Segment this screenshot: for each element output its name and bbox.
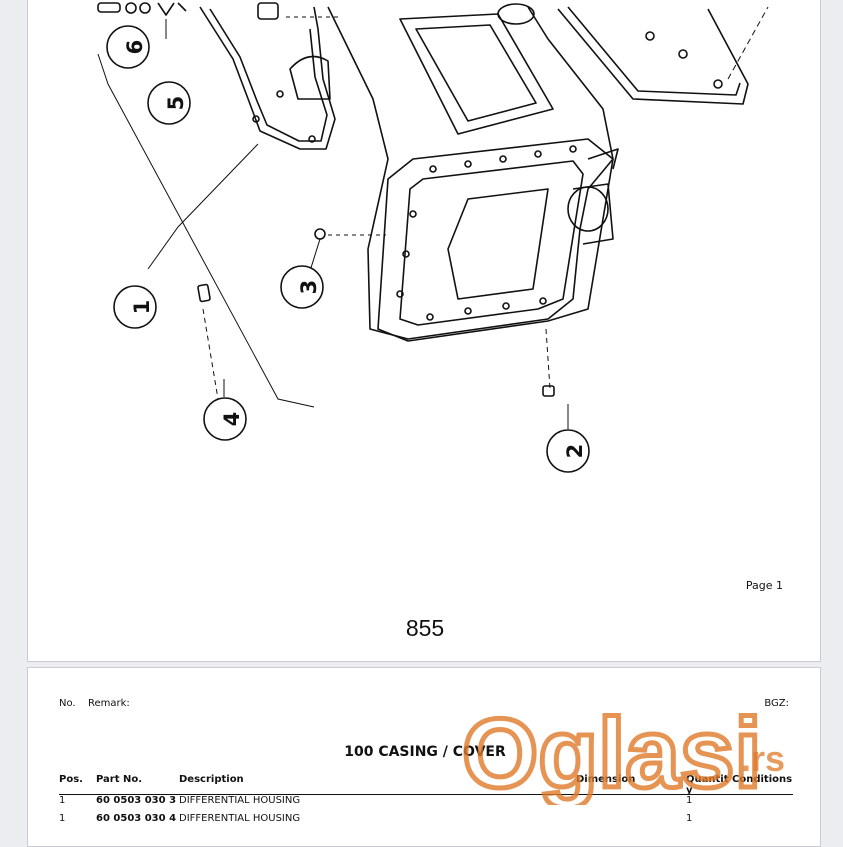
callout-label-5: 5 — [164, 96, 188, 111]
table-header-row: Pos. Part No. Description Dimension Quan… — [59, 774, 793, 796]
callout-circle-1 — [113, 285, 157, 329]
cell-pos: 1 — [59, 795, 66, 806]
cell-quantity: 1 — [686, 813, 693, 824]
callout-circle-5 — [147, 81, 191, 125]
callout-label-6: 6 — [123, 40, 147, 55]
cell-part-no: 60 0503 030 3 — [96, 795, 177, 806]
header-remark-label: Remark: — [88, 698, 130, 709]
col-header-quantity: Quantit y — [686, 774, 729, 796]
page-label: Page 1 — [745, 579, 783, 592]
cell-description: DIFFERENTIAL HOUSING — [179, 813, 301, 824]
col-header-part-no: Part No. — [96, 774, 143, 785]
callout-label-2: 2 — [563, 444, 587, 459]
exploded-parts-drawing: 6 5 1 3 4 2 — [97, 2, 769, 473]
col-header-dimension: Dimension — [576, 774, 636, 785]
cell-part-no: 60 0503 030 4 — [96, 813, 177, 824]
callout-circle-6 — [106, 25, 150, 69]
callout-circle-3 — [280, 265, 324, 309]
page-number: 855 — [405, 615, 445, 641]
callout-circle-2 — [546, 429, 590, 473]
cell-pos: 1 — [59, 813, 66, 824]
drawing-page: 6 5 1 3 4 2 Page 1 855 — [27, 0, 821, 662]
cell-quantity: 1 — [686, 795, 693, 806]
table-row: 1 60 0503 030 3 DIFFERENTIAL HOUSING 1 — [59, 795, 793, 813]
header-bgz-label: BGZ: — [764, 698, 789, 709]
callout-label-1: 1 — [130, 300, 154, 315]
section-title: 100 CASING / COVER — [344, 744, 506, 760]
callout-label-3: 3 — [297, 280, 321, 295]
callout-circle-4 — [203, 397, 247, 441]
col-header-pos: Pos. — [59, 774, 83, 785]
parts-list-page: No. Remark: BGZ: 100 CASING / COVER Pos.… — [27, 667, 821, 847]
header-no-label: No. — [59, 698, 76, 709]
table-row: 1 60 0503 030 4 DIFFERENTIAL HOUSING 1 — [59, 813, 793, 831]
cell-description: DIFFERENTIAL HOUSING — [179, 795, 301, 806]
col-header-conditions: Conditions — [732, 774, 793, 785]
col-header-description: Description — [179, 774, 244, 785]
parts-table: Pos. Part No. Description Dimension Quan… — [59, 774, 793, 831]
callout-label-4: 4 — [220, 412, 244, 427]
